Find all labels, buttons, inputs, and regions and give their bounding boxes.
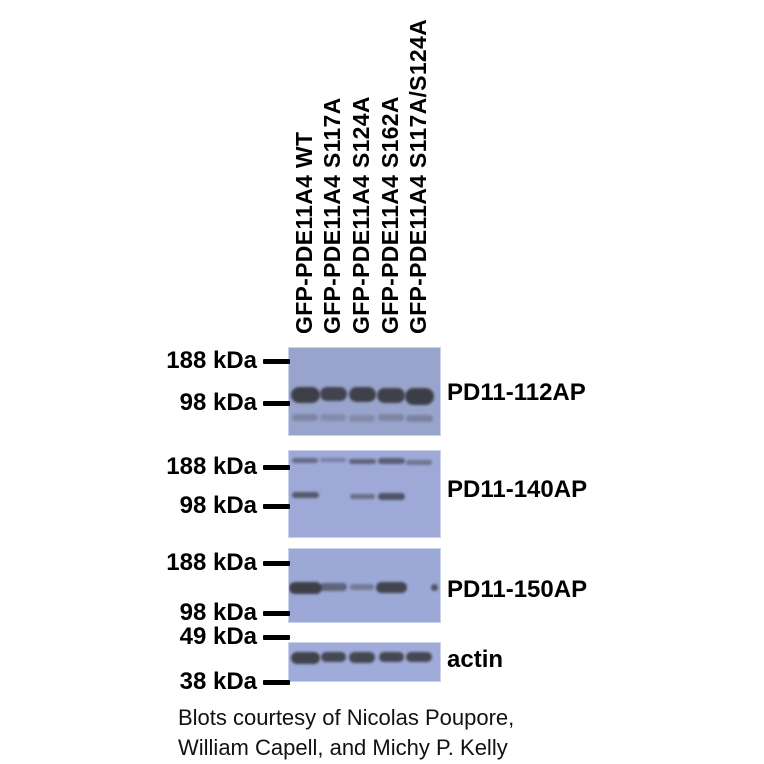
protein-band: [406, 652, 432, 662]
protein-band: [320, 413, 346, 421]
protein-band: [319, 583, 347, 591]
protein-band: [377, 492, 405, 500]
marker-label: 98 kDa: [179, 389, 257, 416]
lane-label: GFP-PDE11A4 WT: [291, 131, 317, 334]
marker-tick: [263, 503, 290, 509]
marker-label: 38 kDa: [179, 668, 257, 695]
blot-name-label: PD11-140AP: [447, 476, 588, 503]
marker-row: 98 kDa: [59, 492, 290, 520]
protein-band: [292, 457, 318, 463]
lane-label: GFP-PDE11A4 S117A/S124A: [405, 18, 431, 334]
marker-label: 188 kDa: [166, 347, 257, 374]
marker-row: 188 kDa: [59, 549, 290, 577]
protein-band: [430, 583, 438, 591]
protein-band: [348, 458, 376, 464]
protein-band: [349, 414, 375, 422]
lane-label: GFP-PDE11A4 S124A: [348, 96, 374, 334]
marker-label: 49 kDa: [179, 623, 257, 650]
marker-row: 49 kDa: [59, 623, 290, 651]
protein-band: [291, 492, 319, 498]
protein-band: [290, 387, 320, 403]
protein-band: [348, 386, 376, 402]
caption-line-1: Blots courtesy of Nicolas Poupore,: [178, 705, 515, 730]
marker-tick: [263, 560, 290, 566]
marker-tick: [263, 679, 290, 685]
marker-row: 188 kDa: [59, 347, 290, 375]
protein-band: [290, 652, 320, 664]
blot-membrane: [288, 450, 441, 538]
blot-name-label: PD11-112AP: [447, 379, 586, 406]
lane-label: GFP-PDE11A4 S117A: [319, 97, 345, 335]
protein-band: [378, 413, 404, 421]
protein-band: [406, 459, 432, 465]
marker-row: 188 kDa: [59, 453, 290, 481]
marker-tick: [263, 610, 290, 616]
marker-tick: [263, 400, 290, 406]
marker-label: 98 kDa: [179, 492, 257, 519]
protein-band: [289, 582, 322, 594]
blot-name-label: actin: [447, 646, 504, 673]
marker-row: 98 kDa: [59, 389, 290, 417]
protein-band: [404, 387, 434, 405]
marker-tick: [263, 358, 290, 364]
protein-band: [405, 414, 433, 422]
protein-band: [377, 387, 405, 403]
blot-membrane: [288, 548, 441, 623]
protein-band: [292, 413, 318, 421]
protein-band: [319, 387, 347, 401]
protein-band: [320, 458, 346, 462]
marker-tick: [263, 634, 290, 640]
protein-band: [375, 581, 407, 593]
lane-label: GFP-PDE11A4 S162A: [377, 96, 403, 334]
protein-band: [320, 652, 346, 662]
marker-label: 188 kDa: [166, 549, 257, 576]
blot-membrane: [288, 347, 441, 436]
protein-band: [377, 458, 405, 464]
protein-band: [349, 493, 375, 499]
blot-name-label: PD11-150AP: [447, 576, 588, 603]
marker-row: 38 kDa: [59, 668, 290, 696]
figure-caption: Blots courtesy of Nicolas Poupore, Willi…: [178, 703, 514, 763]
marker-label: 188 kDa: [166, 453, 257, 480]
marker-label: 98 kDa: [179, 599, 257, 626]
protein-band: [350, 584, 374, 590]
protein-band: [378, 652, 404, 662]
blot-membrane: [288, 642, 441, 682]
marker-row: 98 kDa: [59, 599, 290, 627]
caption-line-2: William Capell, and Michy P. Kelly: [178, 735, 508, 760]
marker-tick: [263, 464, 290, 470]
protein-band: [349, 651, 375, 663]
